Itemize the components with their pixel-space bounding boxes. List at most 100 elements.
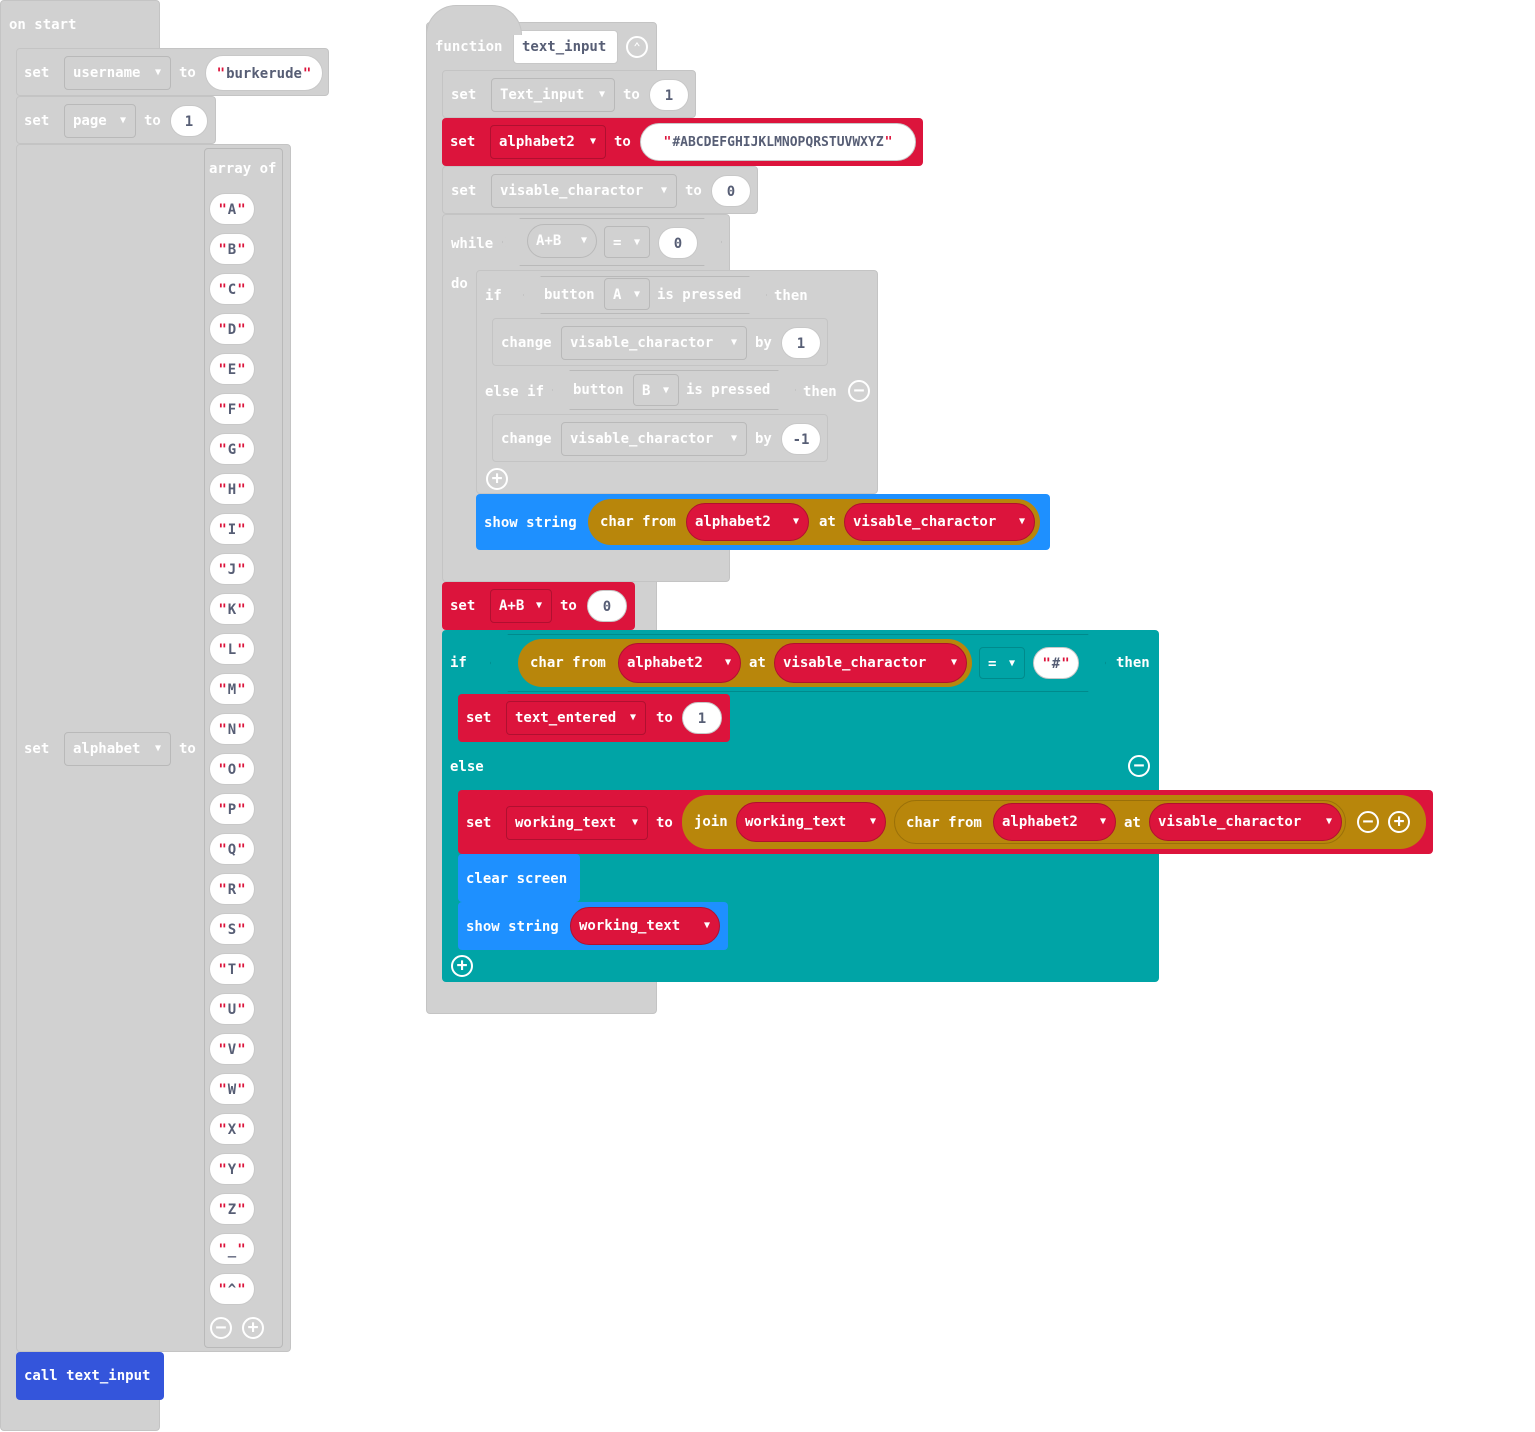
- char-from-reporter[interactable]: char from alphabet2 at visable_charactor: [588, 499, 1040, 545]
- set-working-text-block[interactable]: set working_text to join working_text ch…: [458, 790, 1433, 854]
- array-item-input[interactable]: J: [209, 553, 255, 585]
- working-text-variable-reporter[interactable]: working_text: [570, 907, 720, 945]
- array-item-input[interactable]: P: [209, 793, 255, 825]
- working-text-variable-reporter[interactable]: working_text: [736, 802, 886, 842]
- change-label: change: [501, 431, 552, 447]
- char-from-reporter[interactable]: char from alphabet2 at visable_charactor: [894, 800, 1346, 844]
- visable-variable-reporter[interactable]: visable_charactor: [844, 503, 1035, 541]
- visable-variable-dropdown[interactable]: visable_charactor: [491, 174, 677, 208]
- set-alphabet2-block[interactable]: set alphabet2 to #ABCDEFGHIJKLMNOPQRSTUV…: [442, 118, 923, 166]
- eq-operator-dropdown[interactable]: =: [604, 226, 650, 259]
- function-hat-cap: [426, 5, 522, 35]
- visable-value-input[interactable]: 0: [711, 175, 751, 207]
- remove-else-icon[interactable]: −: [1128, 755, 1150, 777]
- array-item-input[interactable]: ^: [209, 1273, 255, 1305]
- array-item-input[interactable]: R: [209, 873, 255, 905]
- set-visable-block[interactable]: set visable_charactor to 0: [442, 166, 758, 214]
- array-item-input[interactable]: D: [209, 313, 255, 345]
- add-else-icon[interactable]: +: [451, 955, 473, 977]
- join-reporter[interactable]: join working_text char from alphabet2 at…: [682, 795, 1426, 849]
- char-from-reporter[interactable]: char from alphabet2 at visable_charactor: [518, 639, 972, 687]
- visable-variable-reporter[interactable]: visable_charactor: [1149, 803, 1342, 841]
- change-by-value-input[interactable]: -1: [781, 423, 821, 455]
- add-item-icon[interactable]: +: [242, 1317, 264, 1339]
- alphabet2-variable-reporter[interactable]: alphabet2: [686, 503, 809, 541]
- add-join-item-icon[interactable]: +: [1388, 811, 1410, 833]
- array-item-input[interactable]: A: [209, 193, 255, 225]
- array-item-input[interactable]: Q: [209, 833, 255, 865]
- array-of-label: array of: [209, 161, 277, 177]
- remove-item-icon[interactable]: −: [210, 1317, 232, 1339]
- array-item-input[interactable]: U: [209, 993, 255, 1025]
- set-text-input-block[interactable]: set Text_input to 1: [442, 70, 696, 118]
- array-item-input[interactable]: Z: [209, 1193, 255, 1225]
- page-value-input[interactable]: 1: [170, 105, 208, 137]
- set-username-block[interactable]: set username to burkerude: [16, 48, 329, 96]
- set-page-block[interactable]: set page to 1: [16, 96, 216, 144]
- ab-variable-dropdown[interactable]: A+B: [527, 224, 597, 258]
- array-item-input[interactable]: O: [209, 753, 255, 785]
- array-item-input[interactable]: E: [209, 353, 255, 385]
- set-text-entered-block[interactable]: set text_entered to 1: [458, 694, 730, 742]
- alphabet2-variable-reporter[interactable]: alphabet2: [618, 643, 741, 683]
- while-value-input[interactable]: 0: [658, 227, 698, 259]
- button-label: button: [573, 382, 624, 398]
- call-text-input-block[interactable]: call text_input: [16, 1352, 164, 1400]
- show-string-char-block[interactable]: show string char from alphabet2 at visab…: [476, 494, 1050, 550]
- array-item-input[interactable]: X: [209, 1113, 255, 1145]
- change-visable-plus-block[interactable]: change visable_charactor by 1: [492, 318, 828, 366]
- alphabet2-variable-dropdown[interactable]: alphabet2: [490, 125, 606, 159]
- text-entered-variable-dropdown[interactable]: text_entered: [506, 701, 646, 735]
- to-label: to: [179, 741, 196, 757]
- array-item-input[interactable]: G: [209, 433, 255, 465]
- array-of-block[interactable]: array of ABCDEFGHIJKLMNOPQRSTUVWXYZ_^ − …: [204, 148, 283, 1348]
- change-visable-minus-block[interactable]: change visable_charactor by -1: [492, 414, 828, 462]
- function-name-input[interactable]: text_input: [513, 30, 618, 64]
- visable-variable-reporter[interactable]: visable_charactor: [774, 643, 967, 683]
- working-text-variable-dropdown[interactable]: working_text: [506, 806, 648, 840]
- add-else-if-icon[interactable]: +: [486, 468, 508, 490]
- button-a-dropdown[interactable]: A: [604, 278, 650, 311]
- username-variable-dropdown[interactable]: username: [64, 56, 171, 90]
- remove-join-item-icon[interactable]: −: [1357, 811, 1379, 833]
- array-item-input[interactable]: S: [209, 913, 255, 945]
- alphabet2-value-input[interactable]: #ABCDEFGHIJKLMNOPQRSTUVWXYZ: [640, 123, 916, 161]
- array-item-input[interactable]: T: [209, 953, 255, 985]
- array-item-input[interactable]: L: [209, 633, 255, 665]
- button-b-dropdown[interactable]: B: [633, 374, 679, 407]
- change-by-value-input[interactable]: 1: [781, 327, 821, 359]
- visable-variable-dropdown[interactable]: visable_charactor: [561, 422, 747, 456]
- remove-else-if-icon[interactable]: −: [848, 380, 870, 402]
- hash-value-input[interactable]: #: [1033, 647, 1079, 679]
- eq-operator-dropdown[interactable]: =: [979, 647, 1025, 680]
- alphabet-variable-dropdown[interactable]: alphabet: [64, 732, 171, 766]
- array-item-input[interactable]: F: [209, 393, 255, 425]
- array-item-input[interactable]: I: [209, 513, 255, 545]
- text-input-variable-dropdown[interactable]: Text_input: [491, 78, 615, 112]
- array-item-input[interactable]: V: [209, 1033, 255, 1065]
- collapse-chevron-icon[interactable]: ⌃: [626, 36, 648, 58]
- text-entered-value-input[interactable]: 1: [682, 702, 722, 734]
- clear-screen-block[interactable]: clear screen: [458, 854, 580, 902]
- set-label: set: [466, 710, 492, 726]
- alphabet2-variable-reporter[interactable]: alphabet2: [993, 803, 1116, 841]
- array-item-input[interactable]: Y: [209, 1153, 255, 1185]
- array-item-input[interactable]: M: [209, 673, 255, 705]
- array-item-input[interactable]: B: [209, 233, 255, 265]
- text-input-value-input[interactable]: 1: [649, 79, 689, 111]
- at-label: at: [749, 655, 766, 671]
- array-item-input[interactable]: H: [209, 473, 255, 505]
- ab-variable-dropdown[interactable]: A+B: [490, 589, 552, 623]
- set-ab-block[interactable]: set A+B to 0: [442, 582, 635, 630]
- array-item-input[interactable]: C: [209, 273, 255, 305]
- array-item-input[interactable]: K: [209, 593, 255, 625]
- page-variable-dropdown[interactable]: page: [64, 104, 136, 138]
- char-from-label: char from: [530, 655, 606, 671]
- array-item-input[interactable]: N: [209, 713, 255, 745]
- show-string-working-text-block[interactable]: show string working_text: [458, 902, 728, 950]
- ab-value-input[interactable]: 0: [587, 590, 627, 622]
- visable-variable-dropdown[interactable]: visable_charactor: [561, 326, 747, 360]
- username-value-input[interactable]: burkerude: [205, 55, 323, 91]
- array-item-input[interactable]: _: [209, 1233, 255, 1265]
- array-item-input[interactable]: W: [209, 1073, 255, 1105]
